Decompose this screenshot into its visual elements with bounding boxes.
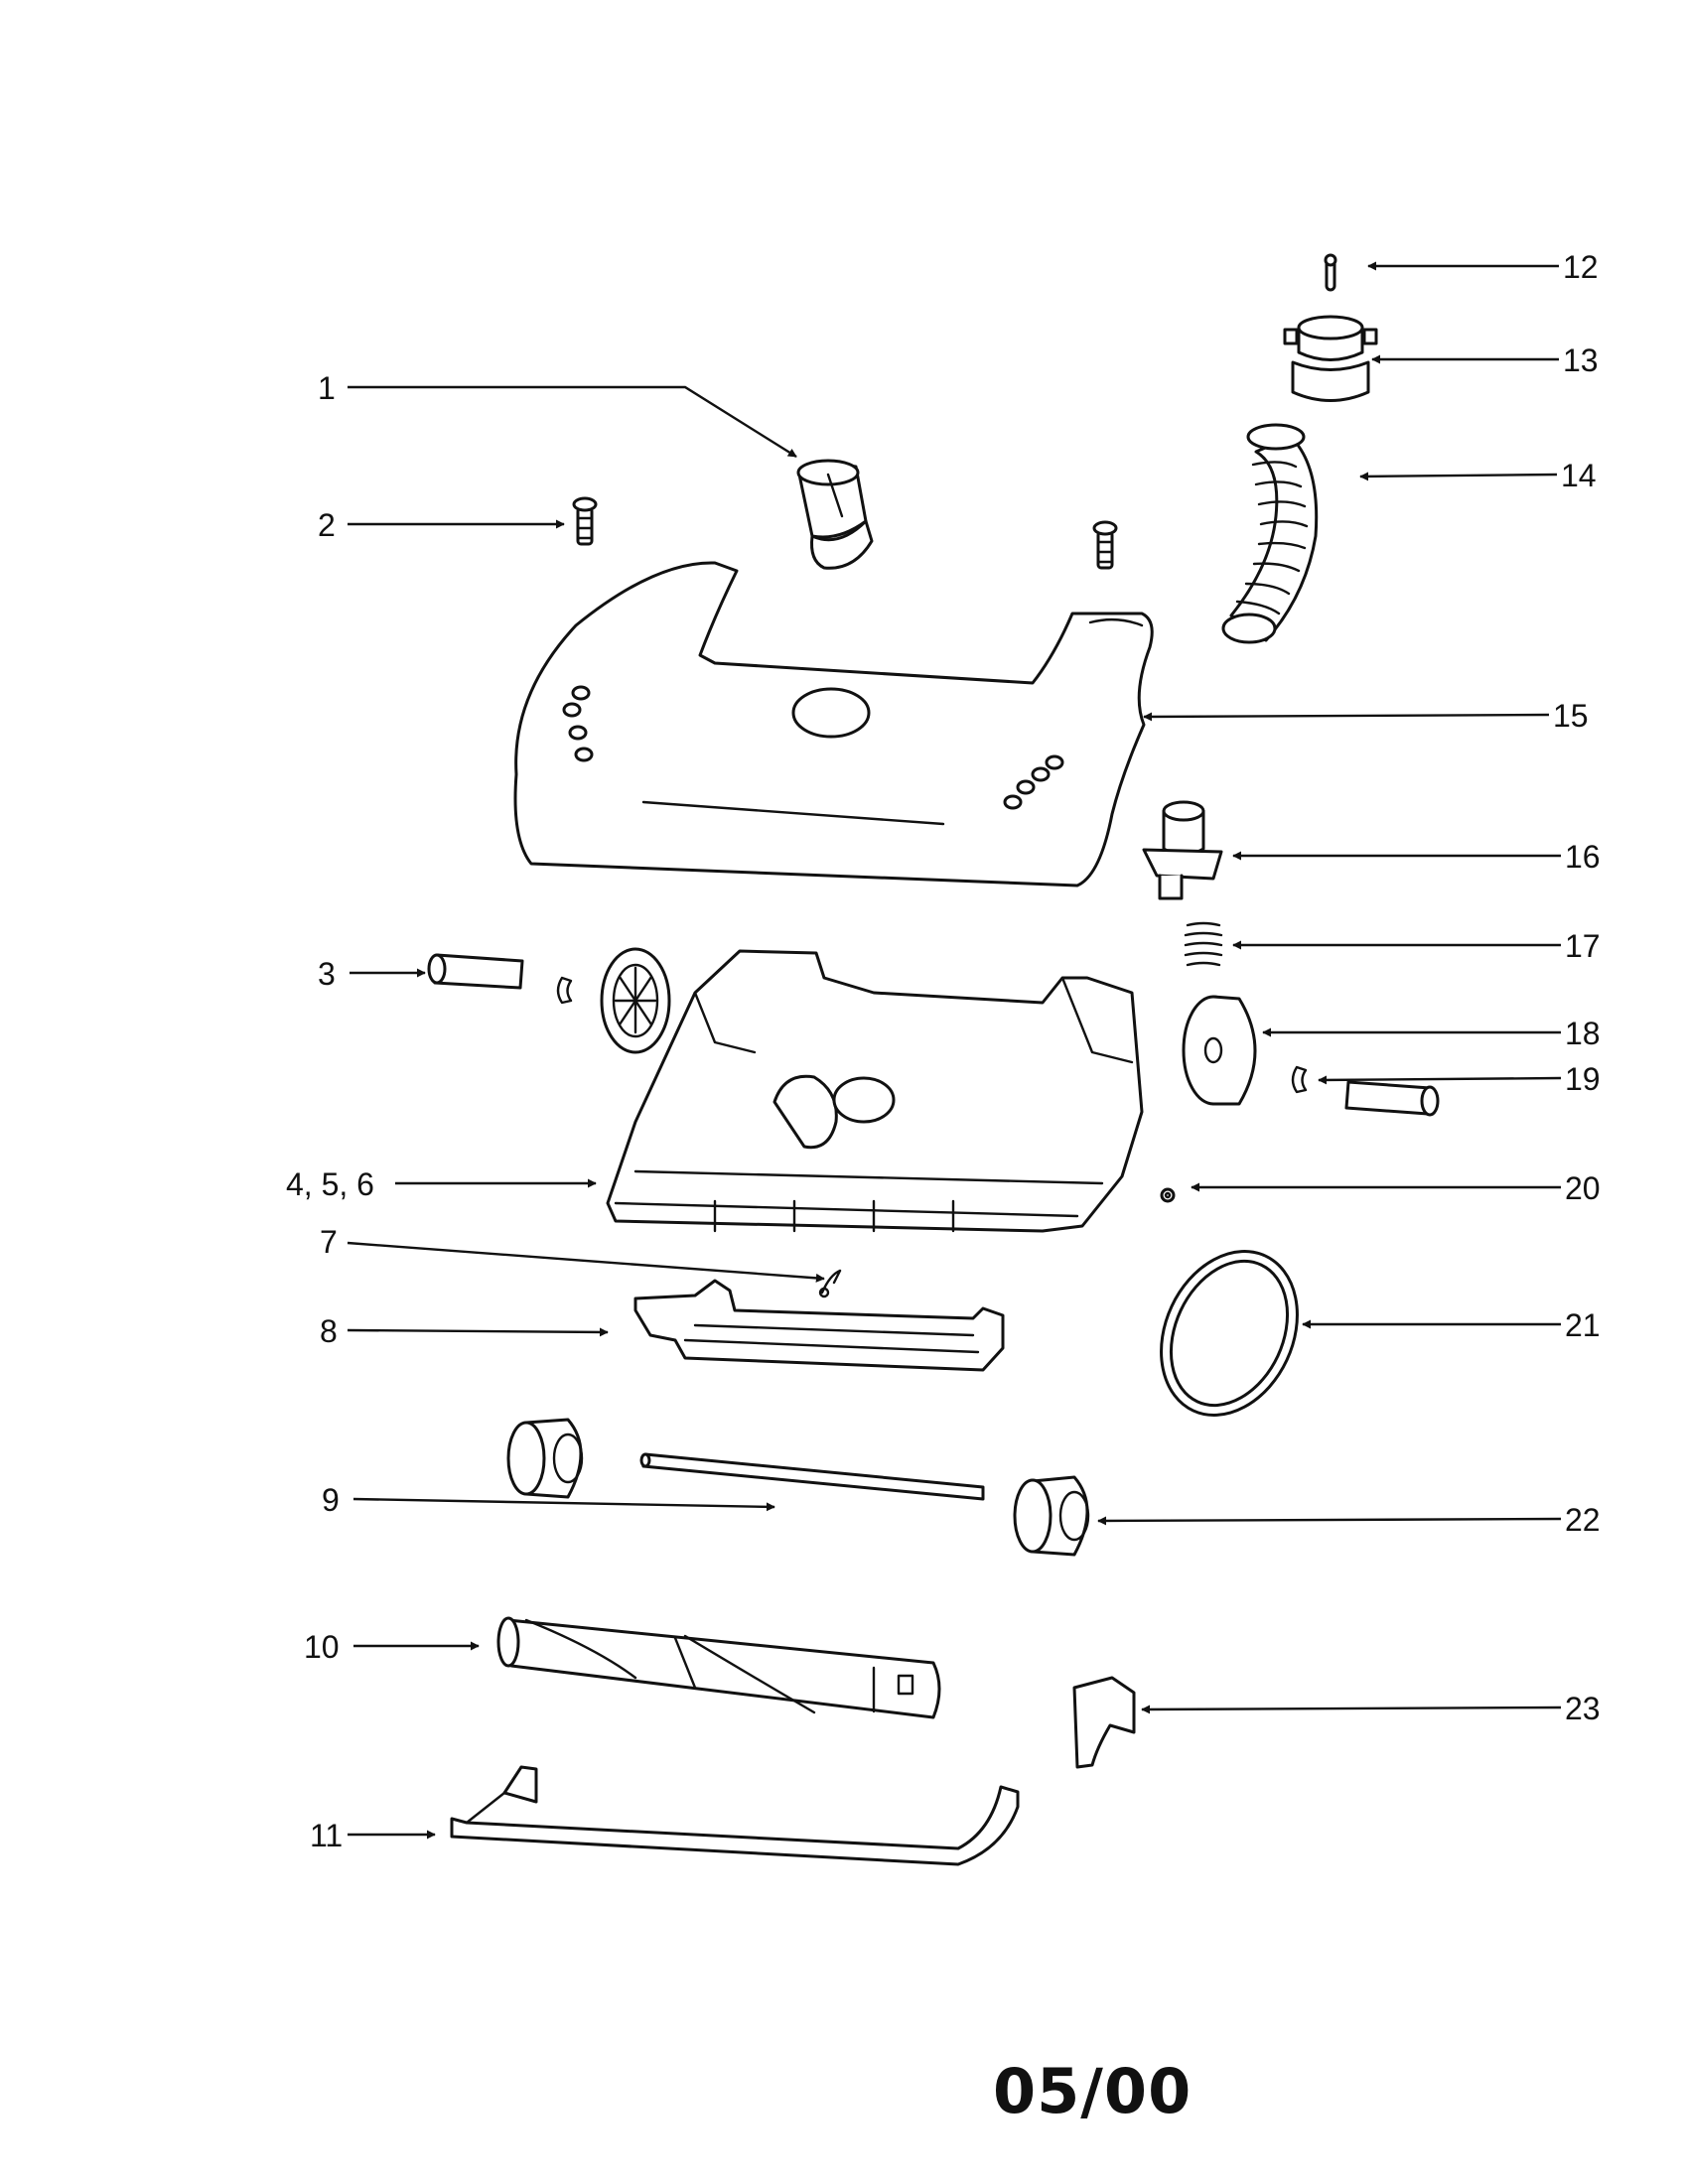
leader-15: [1143, 712, 1550, 722]
callout-label: 2: [318, 507, 336, 543]
callout-label: 11: [310, 1818, 343, 1853]
callout-label: 15: [1553, 698, 1589, 734]
part-12-pin: [1324, 253, 1337, 292]
callout-label: 9: [322, 1482, 340, 1518]
callout-label: 21: [1565, 1307, 1601, 1343]
revision-date: 05/00: [993, 2055, 1193, 2127]
callout-labels: 1 2 3 4, 5, 6 7 8 9 10 11 12 13 14 15 16…: [286, 249, 1601, 1853]
part-3-axle: [427, 953, 524, 990]
callout-label: 16: [1565, 839, 1601, 875]
callout-label: 7: [320, 1224, 338, 1260]
callout-label: 17: [1565, 928, 1601, 964]
callout-label: 18: [1565, 1016, 1601, 1051]
part-13-cuff: [1283, 315, 1378, 402]
leader-1: [348, 385, 797, 459]
part-22-end-cap: [1013, 1475, 1090, 1557]
part-4-5-6-base: [606, 949, 1144, 1233]
leader-9: [352, 1497, 775, 1512]
part-20-nut: [1160, 1187, 1176, 1203]
wheel-left: [600, 947, 671, 1054]
axle-right: [1344, 1080, 1440, 1117]
part-2-screw-right: [1092, 520, 1118, 570]
part-17-spring: [1184, 921, 1223, 967]
leader-19: [1318, 1075, 1562, 1085]
part-9-end-cap-left: [506, 1418, 584, 1499]
callout-label: 12: [1563, 249, 1599, 285]
clip-left: [556, 976, 573, 1005]
part-14-hose: [1221, 423, 1319, 644]
part-16-plunger: [1142, 800, 1223, 900]
leader-8: [347, 1327, 609, 1337]
callout-label: 20: [1565, 1170, 1601, 1206]
part-2-screw: [572, 496, 598, 546]
leader-22: [1097, 1516, 1562, 1526]
part-23-bracket: [1072, 1676, 1136, 1769]
callout-label: 23: [1565, 1691, 1601, 1726]
callout-label: 13: [1563, 342, 1599, 378]
part-19-clip: [1291, 1065, 1308, 1094]
part-7-spring: [818, 1269, 842, 1298]
callout-label: 22: [1565, 1502, 1601, 1538]
part-11-bar: [450, 1765, 1020, 1866]
callout-label: 3: [318, 956, 336, 992]
part-15-hood: [513, 561, 1154, 887]
part-8-plate: [633, 1279, 1005, 1372]
callout-label: 10: [304, 1629, 340, 1665]
part-9-shaft: [639, 1452, 985, 1501]
part-18-wheel: [1182, 995, 1257, 1106]
leader-23: [1141, 1705, 1562, 1714]
callout-label: 8: [320, 1313, 338, 1349]
part-10-brushroll: [496, 1616, 941, 1719]
callout-label: 19: [1565, 1061, 1601, 1097]
callout-label: 1: [318, 370, 336, 406]
callout-label: 4, 5, 6: [286, 1166, 374, 1202]
part-1-adapter: [796, 459, 874, 570]
part-21-belt: [1160, 1249, 1299, 1418]
leader-lines: [347, 261, 1562, 1840]
leader-14: [1359, 472, 1558, 481]
callout-label: 14: [1561, 458, 1597, 493]
leader-7: [347, 1241, 825, 1283]
